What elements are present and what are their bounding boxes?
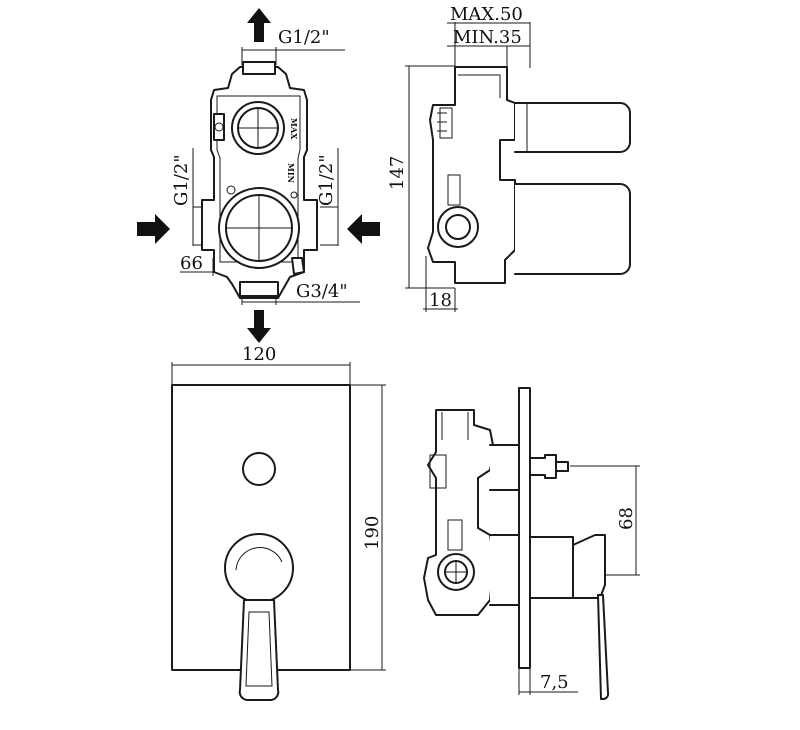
stamp-min-text: MIN [286,163,296,183]
cover-plate-front-view: 120 190 [171,344,386,701]
body-side-view: MAX.50 MIN.35 147 18 [387,4,631,312]
arrow-right-icon [137,214,170,244]
outlet-spacing-label: 68 [616,507,637,530]
top-outlet-thread-label: G1/2" [278,27,330,48]
body-width-label: 66 [180,253,203,274]
depth-max-label: MAX.50 [450,4,523,25]
bottom-outlet-thread-label: G3/4" [296,281,348,302]
arrow-down-icon [247,310,271,343]
right-inlet-thread-label: G1/2" [316,154,337,206]
arrow-up-icon [247,8,271,42]
body-front-view: MAX MIN G1/2" G1/2" G1/2" 66 G3/4" [137,8,380,343]
body-height-label: 147 [387,156,408,190]
plate-height-label: 190 [362,516,383,550]
depth-min-label: MIN.35 [453,27,522,48]
arrow-left-icon [347,214,380,244]
assembly-side-view: 68 7,5 [423,387,640,700]
plate-width-label: 120 [242,344,276,365]
left-inlet-thread-label: G1/2" [171,154,192,206]
stamp-max-text: MAX [289,118,299,140]
plate-thickness-label: 7,5 [540,672,569,693]
body-offset-label: 18 [429,290,452,311]
